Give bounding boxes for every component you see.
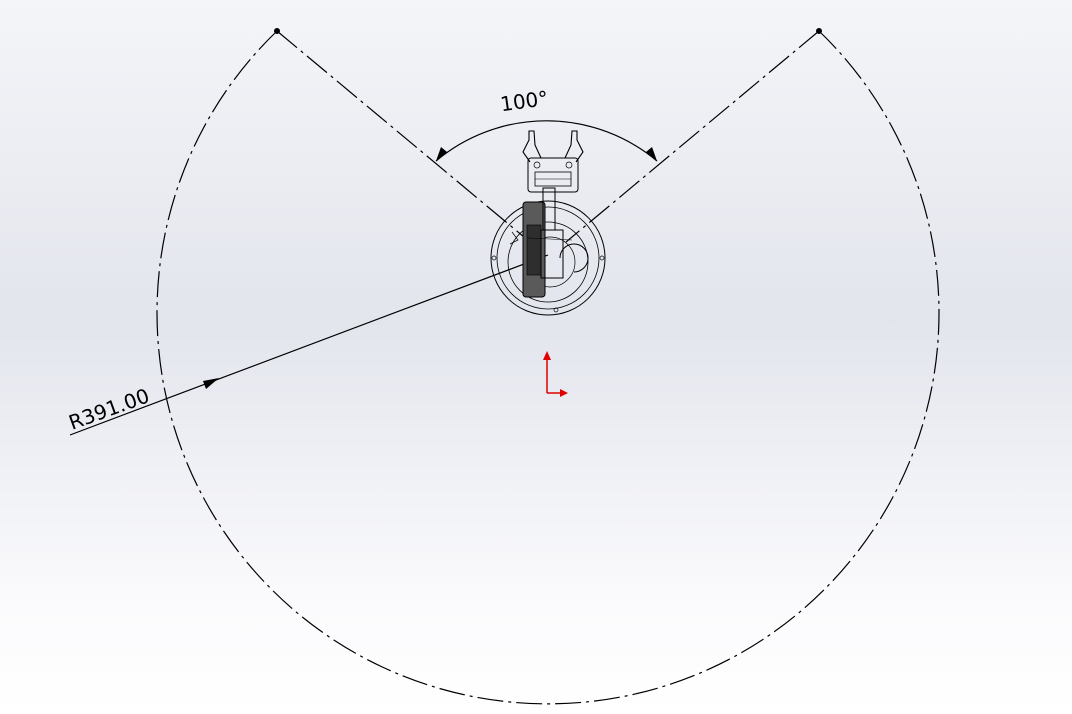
radius-arrow: [203, 378, 219, 389]
y-axis-arrow: [543, 351, 551, 360]
work-envelope-arc: [156, 30, 940, 705]
mount-hole-right: [599, 255, 605, 261]
robot-motor-detail: [526, 224, 542, 276]
origin-triad: [543, 351, 568, 397]
gripper-pivot-left: [533, 161, 541, 169]
x-axis-arrow: [560, 389, 568, 397]
mount-hole-bottom: [553, 307, 559, 313]
angle-dimension-arc: [435, 120, 658, 162]
gripper-finger-left: [522, 130, 542, 163]
robot-joint-arc: [559, 243, 589, 273]
robot-joint-line: [527, 237, 573, 241]
boundary-line-right: [565, 30, 820, 243]
angle-arrow-right: [646, 147, 657, 161]
robot-arm-top-view[interactable]: [490, 130, 606, 316]
robot-base-outer-ring: [490, 200, 606, 316]
robot-base-ring: [496, 206, 600, 310]
gripper-body: [527, 157, 579, 193]
robot-arm-link: [542, 187, 556, 231]
endpoint-right[interactable]: [816, 28, 822, 34]
endpoint-left[interactable]: [274, 28, 280, 34]
angle-arrow-left: [436, 147, 447, 161]
mount-hole-left: [491, 255, 497, 261]
boundary-line-left: [276, 30, 531, 243]
gripper-pivot-right: [565, 161, 573, 169]
robot-cable: [509, 231, 519, 245]
gripper-finger-right: [564, 130, 584, 163]
robot-base-inner-ring: [507, 221, 589, 303]
radius-leader-line: [69, 254, 549, 436]
